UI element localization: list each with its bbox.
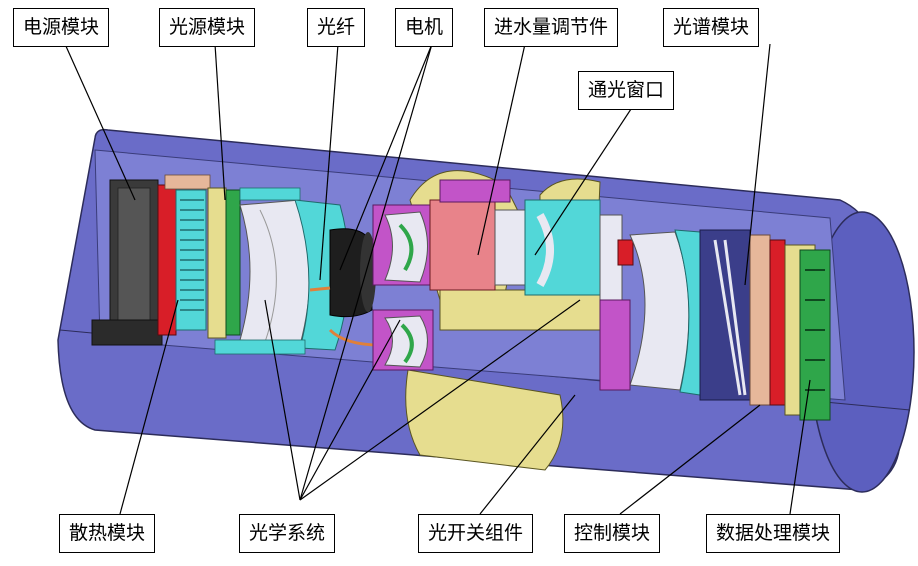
label-optical-system: 光学系统 (239, 514, 336, 553)
fiber-and-motor-shape (309, 228, 381, 347)
electronics-shape (699, 229, 831, 421)
label-heat-sink-module: 散热模块 (59, 514, 156, 553)
label-power-module: 电源模块 (13, 8, 110, 47)
label-light-window: 通光窗口 (578, 71, 675, 110)
label-spectral-module: 光谱模块 (663, 8, 760, 47)
label-optical-switch-assembly: 光开关组件 (418, 514, 534, 553)
label-optical-fiber: 光纤 (307, 8, 366, 47)
label-control-module: 控制模块 (564, 514, 661, 553)
light-source-module-shape (207, 187, 350, 355)
central-optics-shape (372, 179, 526, 371)
leader-lines (64, 43, 811, 515)
heat-sink-shape (157, 174, 211, 336)
label-light-source-module: 光源模块 (159, 8, 256, 47)
power-module-shape (91, 179, 163, 346)
label-data-processing-module: 数据处理模块 (706, 514, 841, 553)
label-motor: 电机 (395, 8, 454, 47)
label-water-inlet-adjuster: 进水量调节件 (484, 8, 619, 47)
